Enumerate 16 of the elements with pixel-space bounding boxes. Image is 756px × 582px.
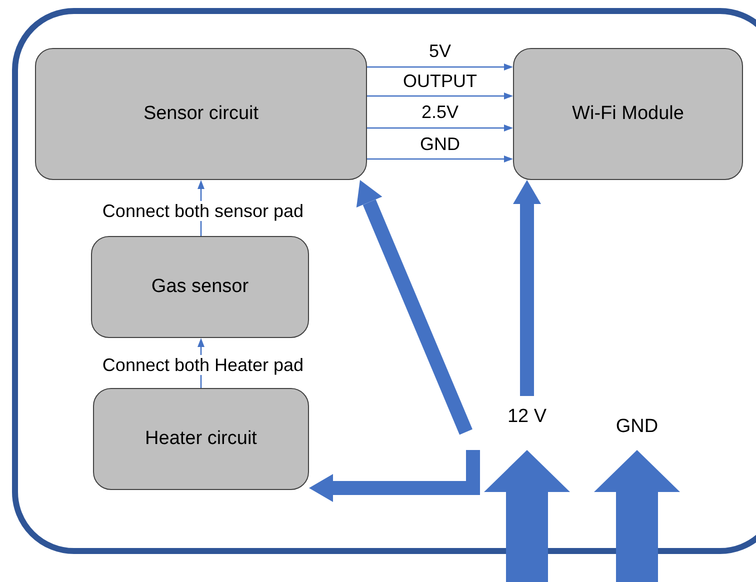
- circuit-block: Heater circuit: [93, 388, 309, 490]
- circuit-board-outline: [12, 8, 756, 554]
- arrow: [367, 124, 513, 132]
- arrow: [367, 156, 513, 162]
- block-arrow: [594, 450, 680, 582]
- arrow: [367, 92, 513, 100]
- block-arrow: [513, 180, 541, 396]
- circuit-block: Wi-Fi Module: [513, 48, 743, 180]
- circuit-block: Sensor circuit: [35, 48, 367, 180]
- terminal-label: 12 V: [466, 396, 588, 450]
- circuit-block: Gas sensor: [91, 236, 309, 338]
- block-arrow: [309, 450, 480, 502]
- terminal-label: GND: [600, 414, 674, 450]
- block-arrow: [484, 450, 570, 582]
- arrow: [367, 64, 513, 70]
- block-arrow: [356, 180, 472, 435]
